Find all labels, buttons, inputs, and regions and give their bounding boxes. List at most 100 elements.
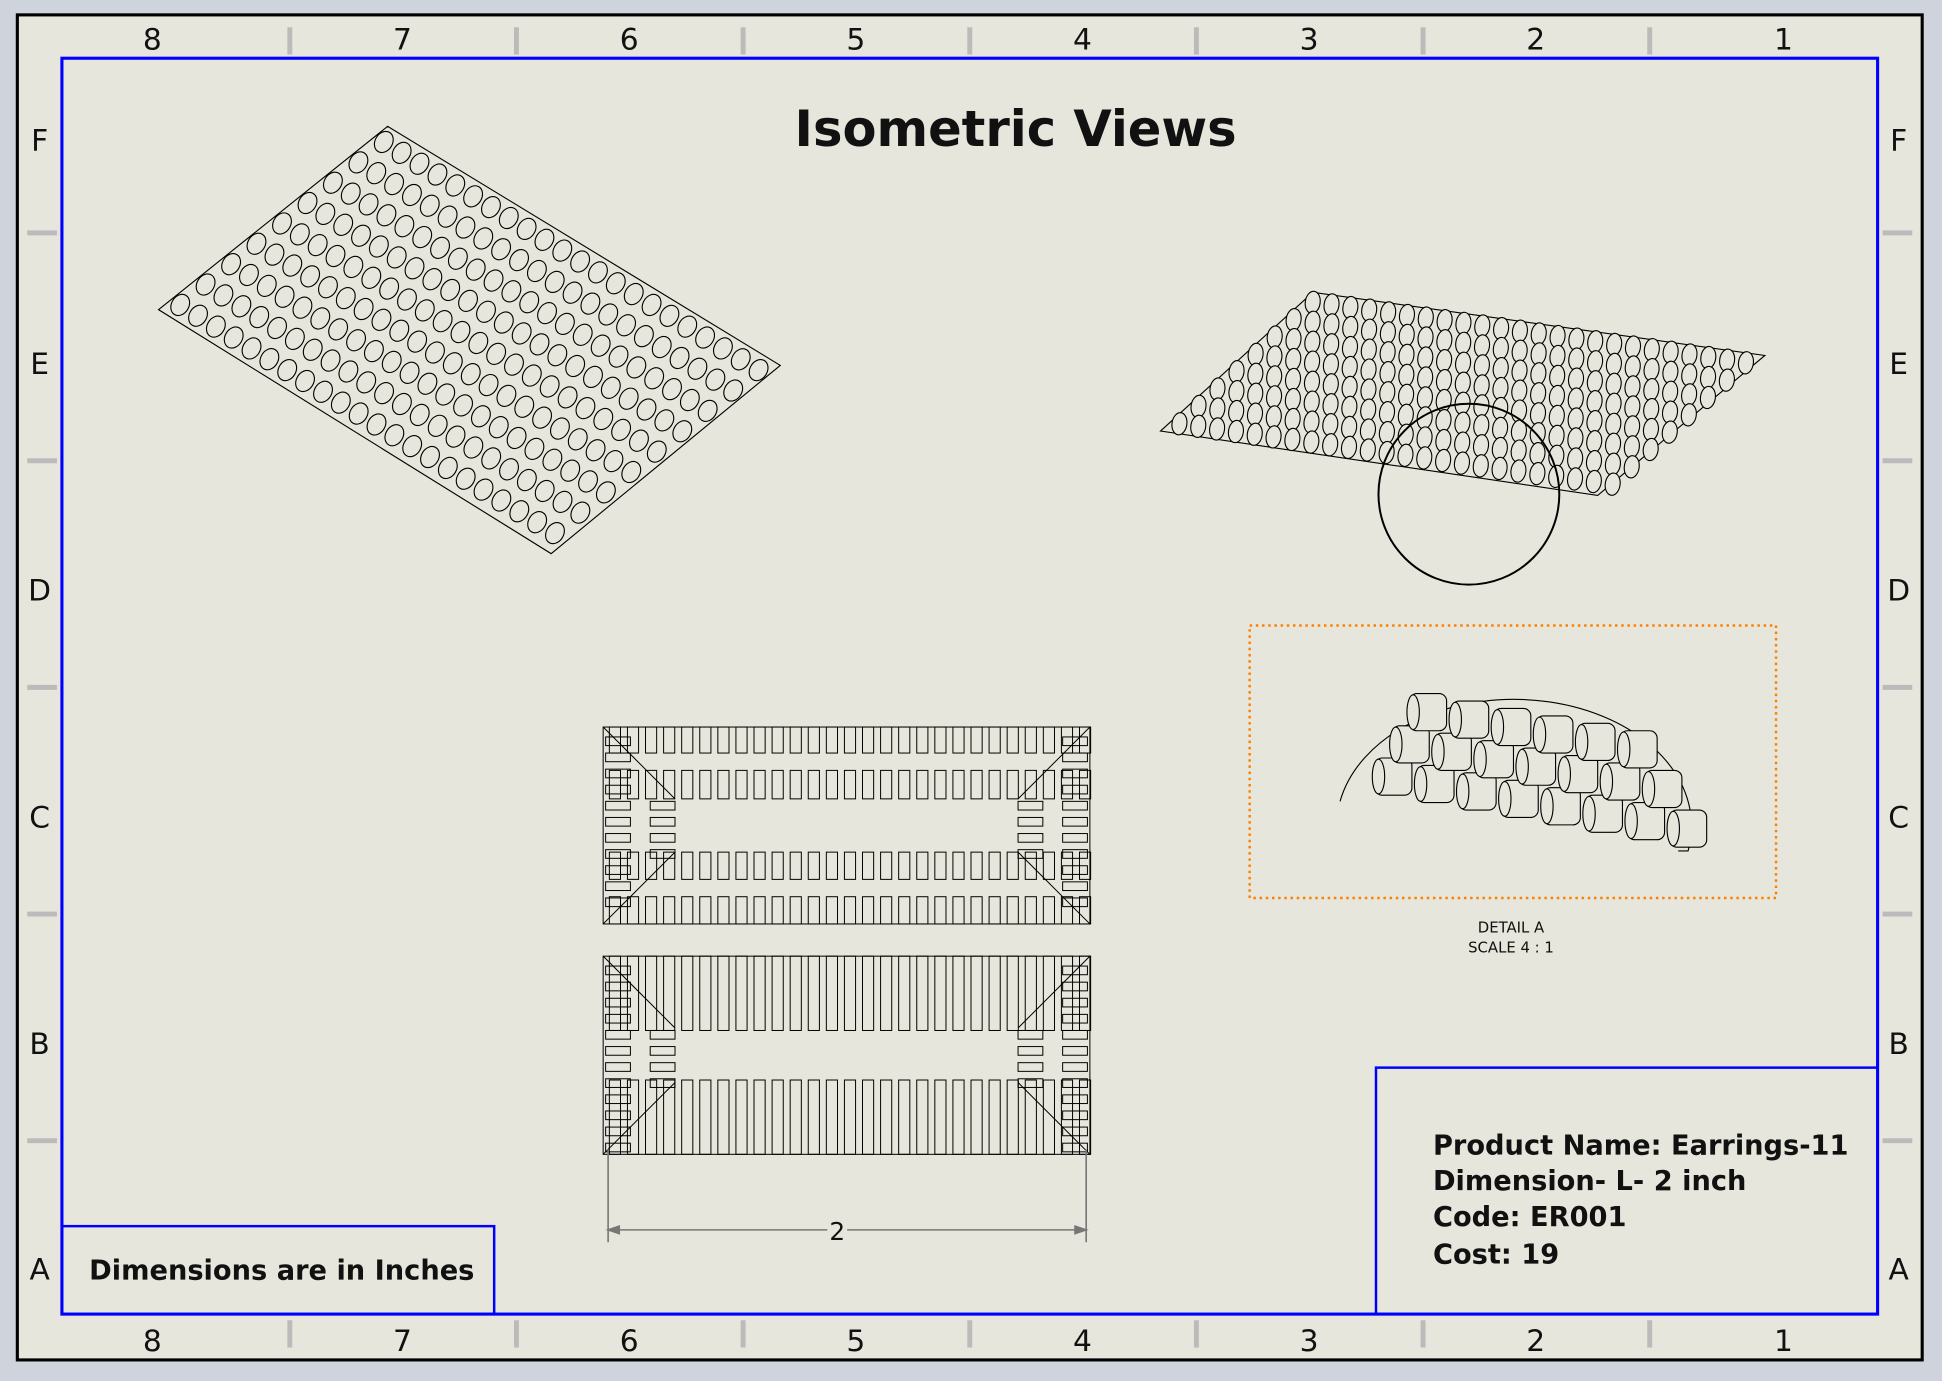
bead xyxy=(934,955,947,1031)
bead xyxy=(605,736,631,747)
bead xyxy=(1416,446,1433,470)
bead xyxy=(645,896,658,925)
bead xyxy=(677,315,698,338)
bead xyxy=(605,752,631,763)
bead xyxy=(681,726,694,754)
bead xyxy=(223,326,244,349)
bead xyxy=(532,406,553,429)
bead xyxy=(379,277,400,300)
bead xyxy=(514,395,535,418)
bead xyxy=(735,955,748,1031)
bead xyxy=(501,280,522,303)
bead xyxy=(598,303,619,326)
bead xyxy=(916,851,929,880)
bead xyxy=(1062,1046,1088,1056)
bead xyxy=(562,281,583,304)
column-label: 5 xyxy=(846,1324,865,1359)
bead xyxy=(1566,467,1584,491)
bead xyxy=(526,259,547,283)
bead xyxy=(440,278,461,302)
bead xyxy=(717,1079,730,1155)
bead xyxy=(537,302,558,325)
bead xyxy=(1062,865,1088,875)
bead xyxy=(241,337,262,360)
top-view[interactable] xyxy=(602,726,1092,925)
dimensions-note: Dimensions are in Inches xyxy=(89,1255,474,1286)
bead xyxy=(1171,412,1188,436)
column-label: 8 xyxy=(143,1324,162,1359)
bead xyxy=(455,467,476,490)
bead xyxy=(567,428,588,451)
bead xyxy=(328,318,349,341)
row-label: C xyxy=(29,800,50,835)
column-label: 3 xyxy=(1300,1324,1319,1359)
bead xyxy=(1062,1094,1088,1105)
bead xyxy=(843,769,857,800)
column-label: 7 xyxy=(393,1324,412,1359)
bead xyxy=(659,304,680,327)
detail-scale: SCALE 4 : 1 xyxy=(1468,938,1554,956)
bead xyxy=(1006,769,1019,800)
front-view[interactable] xyxy=(602,955,1092,1155)
bead xyxy=(442,352,463,375)
bead xyxy=(605,1110,631,1121)
bead xyxy=(195,273,216,296)
bead xyxy=(807,851,820,880)
bead xyxy=(916,896,929,925)
bead-end xyxy=(1515,748,1529,785)
detail-outline xyxy=(1339,698,1693,852)
bead xyxy=(335,287,356,310)
bead xyxy=(605,272,626,295)
bead xyxy=(325,244,346,268)
bead xyxy=(338,360,359,383)
bead xyxy=(437,205,458,228)
isometric-view-left[interactable] xyxy=(157,125,782,555)
outline xyxy=(157,125,782,555)
bead xyxy=(603,450,624,473)
bead xyxy=(843,955,857,1031)
product-dimension: Dimension- L- 2 inch xyxy=(1433,1166,1746,1197)
detail-view-box[interactable] xyxy=(1248,624,1778,900)
bead xyxy=(1062,1062,1088,1072)
bead xyxy=(272,212,292,235)
bead xyxy=(401,183,422,207)
bead xyxy=(1340,435,1358,460)
bead xyxy=(608,345,629,368)
dimension-line[interactable] xyxy=(605,1149,1089,1243)
bead-end xyxy=(1616,731,1631,768)
bead xyxy=(1062,997,1088,1008)
bead xyxy=(478,373,499,397)
bead xyxy=(807,1079,820,1155)
bead xyxy=(880,726,893,754)
bead xyxy=(238,263,259,287)
bead xyxy=(445,174,466,197)
bead xyxy=(346,329,367,352)
bead xyxy=(898,851,911,880)
isometric-view-right[interactable] xyxy=(1159,290,1767,497)
row-label: E xyxy=(30,347,49,382)
bead xyxy=(623,282,644,306)
row-labels-left: F E D C B A xyxy=(28,124,51,1287)
bead xyxy=(605,865,631,875)
bead xyxy=(1529,461,1546,486)
column-label: 2 xyxy=(1526,23,1545,58)
bead xyxy=(646,440,667,463)
bead xyxy=(605,1094,631,1105)
bead xyxy=(681,896,694,925)
bead xyxy=(358,193,379,216)
bead xyxy=(1024,769,1037,800)
bead xyxy=(626,726,640,754)
bead xyxy=(330,391,351,414)
bead xyxy=(1024,1079,1037,1155)
bead xyxy=(483,269,504,292)
bead xyxy=(588,261,608,284)
bead xyxy=(412,225,433,249)
bead-end xyxy=(1413,766,1428,802)
bead xyxy=(544,270,565,294)
row-label: E xyxy=(1889,347,1908,382)
bead xyxy=(231,295,252,318)
bead xyxy=(435,383,456,406)
bead-end xyxy=(1371,758,1386,795)
bead xyxy=(516,468,537,492)
detail-circle-a[interactable] xyxy=(1377,402,1561,586)
